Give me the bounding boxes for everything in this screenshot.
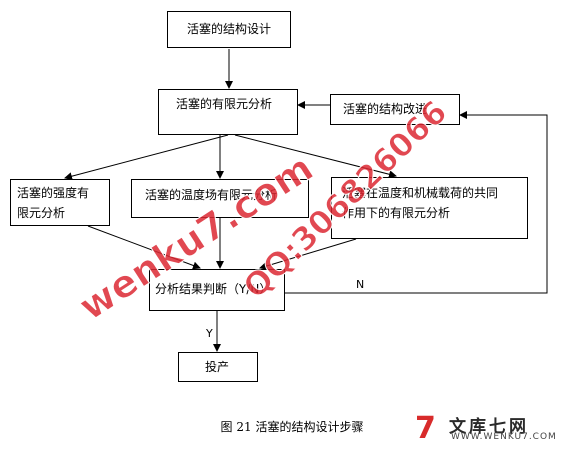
node-fea: 活塞的有限元分析 — [158, 89, 298, 135]
node-judgment: 分析结果判断（Y/N） — [149, 269, 285, 311]
node-temp-field-fea-label: 活塞的温度场有限元分析 — [145, 188, 278, 202]
node-structure-improve: 活塞的结构改进 — [330, 94, 460, 125]
node-production-label: 投产 — [205, 360, 230, 374]
node-strength-fea-line1: 活塞的强度有 — [17, 186, 90, 200]
site-logo: 7 文库七网 WWW.WENKU7.COM — [415, 412, 580, 446]
node-judgment-label: 分析结果判断（Y/N） — [155, 282, 272, 296]
node-structure-improve-label: 活塞的结构改进 — [343, 102, 428, 116]
logo-english-text: WWW.WENKU7.COM — [451, 432, 557, 442]
arrow-strength-to-judgment — [87, 225, 201, 270]
node-coupled-fea-line1: 活塞在温度和机械载荷的共同 — [342, 186, 499, 200]
node-strength-fea: 活塞的强度有 限元分析 — [10, 179, 110, 226]
node-temp-field-fea: 活塞的温度场有限元分析 — [131, 179, 309, 218]
logo-mark-icon: 7 — [415, 411, 436, 446]
node-fea-label: 活塞的有限元分析 — [176, 97, 273, 111]
node-structure-design: 活塞的结构设计 — [167, 11, 291, 48]
edge-label-no: N — [356, 278, 365, 291]
figure-caption: 图 21 活塞的结构设计步骤 — [220, 420, 364, 434]
logo-chinese-text: 文库七网 — [449, 417, 529, 437]
node-production: 投产 — [178, 352, 258, 382]
arrow-fea-to-coupled — [234, 134, 397, 179]
node-coupled-fea: 活塞在温度和机械载荷的共同 作用下的有限元分析 — [331, 177, 528, 239]
arrow-judgment-no-loop — [285, 111, 548, 294]
arrow-coupled-to-judgment — [259, 238, 357, 270]
node-strength-fea-line2: 限元分析 — [17, 206, 66, 220]
node-coupled-fea-line2: 作用下的有限元分析 — [342, 206, 451, 220]
arrow-fea-to-strength — [64, 134, 229, 181]
edge-label-yes: Y — [206, 327, 213, 340]
node-structure-design-label: 活塞的结构设计 — [187, 22, 272, 36]
